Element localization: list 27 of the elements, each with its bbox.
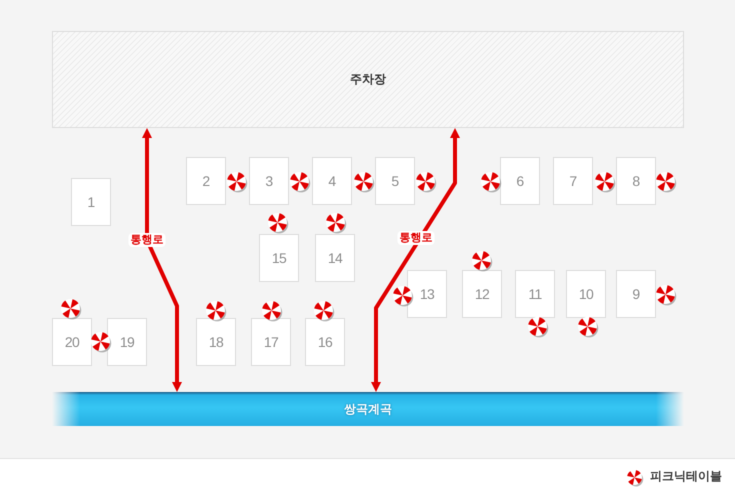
site-box: 9 (616, 270, 656, 318)
arrow (142, 128, 182, 392)
site-box: 17 (251, 318, 291, 366)
edge-label: 통행로 (128, 233, 166, 247)
parking-lot: 주차장 (52, 31, 684, 128)
site-box: 11 (515, 270, 555, 318)
edge-label: 통행로 (398, 231, 434, 245)
site-box: 8 (616, 157, 656, 205)
site-box: 4 (312, 157, 352, 205)
site-box: 20 (52, 318, 92, 366)
site-box: 3 (249, 157, 289, 205)
stream-band: 쌍곡계곡 (52, 392, 684, 426)
site-box: 18 (196, 318, 236, 366)
site-box: 12 (462, 270, 502, 318)
site-box: 14 (315, 234, 355, 282)
site-box: 13 (407, 270, 447, 318)
site-box: 16 (305, 318, 345, 366)
site-box: 5 (375, 157, 415, 205)
site-box: 19 (107, 318, 147, 366)
site-box: 15 (259, 234, 299, 282)
legend-label: 피크닉테이블 (650, 469, 722, 483)
site-box: 6 (500, 157, 540, 205)
site-box: 10 (566, 270, 606, 318)
site-box: 2 (186, 157, 226, 205)
arrow (371, 128, 460, 392)
site-box: 1 (71, 178, 111, 226)
site-box: 7 (553, 157, 593, 205)
